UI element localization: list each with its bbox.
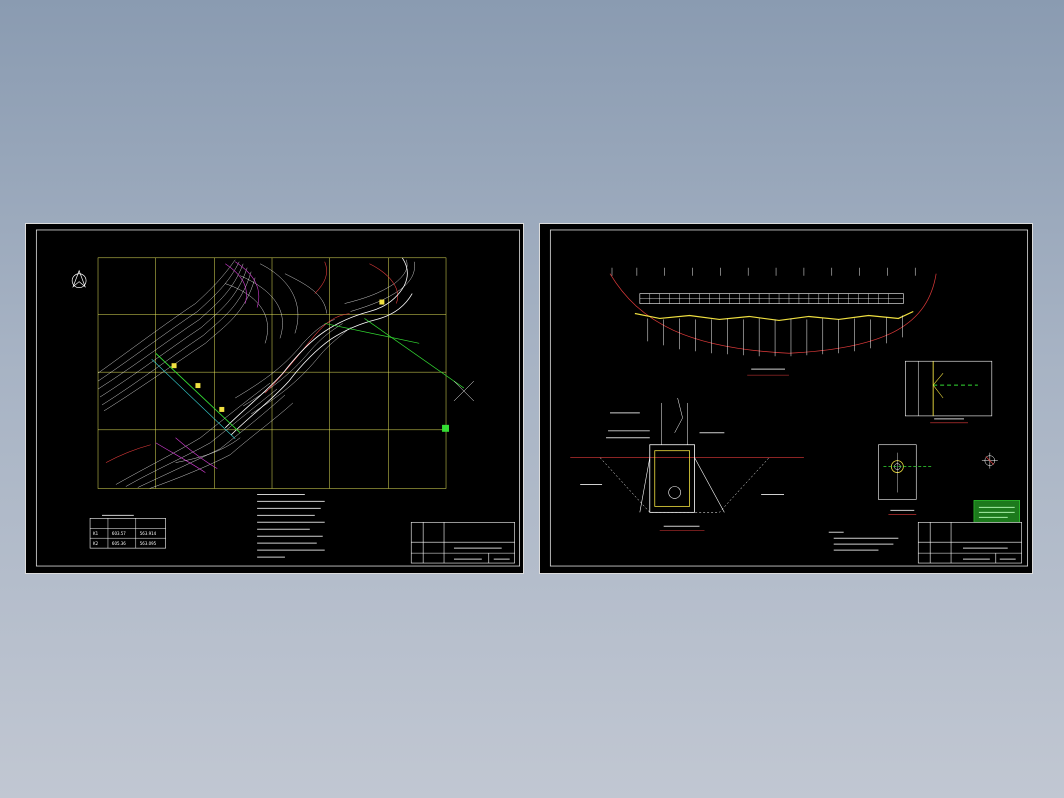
table-row-1-id: K1 <box>93 531 99 536</box>
table-row-1-y: 563.914 <box>140 531 157 536</box>
title-block <box>917 521 1022 564</box>
dam-axis <box>151 299 475 439</box>
table-row-1-x: 603.57 <box>112 531 126 536</box>
contour-lines <box>97 259 415 489</box>
details-canvas <box>549 229 1029 567</box>
dam-elevation <box>609 267 937 376</box>
index-contours <box>105 261 398 473</box>
cross-section <box>570 397 804 531</box>
legend-badge <box>973 500 1020 523</box>
coordinate-grid <box>97 257 447 489</box>
drawing-sheet-details <box>539 223 1033 574</box>
table-row-2-x: 605.36 <box>112 541 126 546</box>
title-block-text <box>453 547 510 560</box>
inner-frame <box>549 229 1029 567</box>
table-row-2-id: K2 <box>93 541 99 546</box>
general-notes <box>828 531 899 551</box>
detail-box <box>905 360 993 424</box>
coordinate-table: K1 603.57 563.914 K2 605.36 563.095 <box>89 514 166 549</box>
drawing-sheet-site-plan: K1 603.57 563.914 K2 605.36 563.095 <box>25 223 524 574</box>
general-notes <box>257 493 325 558</box>
site-plan-canvas: K1 603.57 563.914 K2 605.36 563.095 <box>35 229 520 567</box>
title-block <box>410 521 515 564</box>
river-banks <box>225 257 413 436</box>
pipe-detail <box>878 444 998 515</box>
inner-frame <box>35 229 520 567</box>
title-block-text <box>962 547 1016 560</box>
table-row-2-y: 563.095 <box>140 541 157 546</box>
north-arrow-icon <box>71 269 87 288</box>
